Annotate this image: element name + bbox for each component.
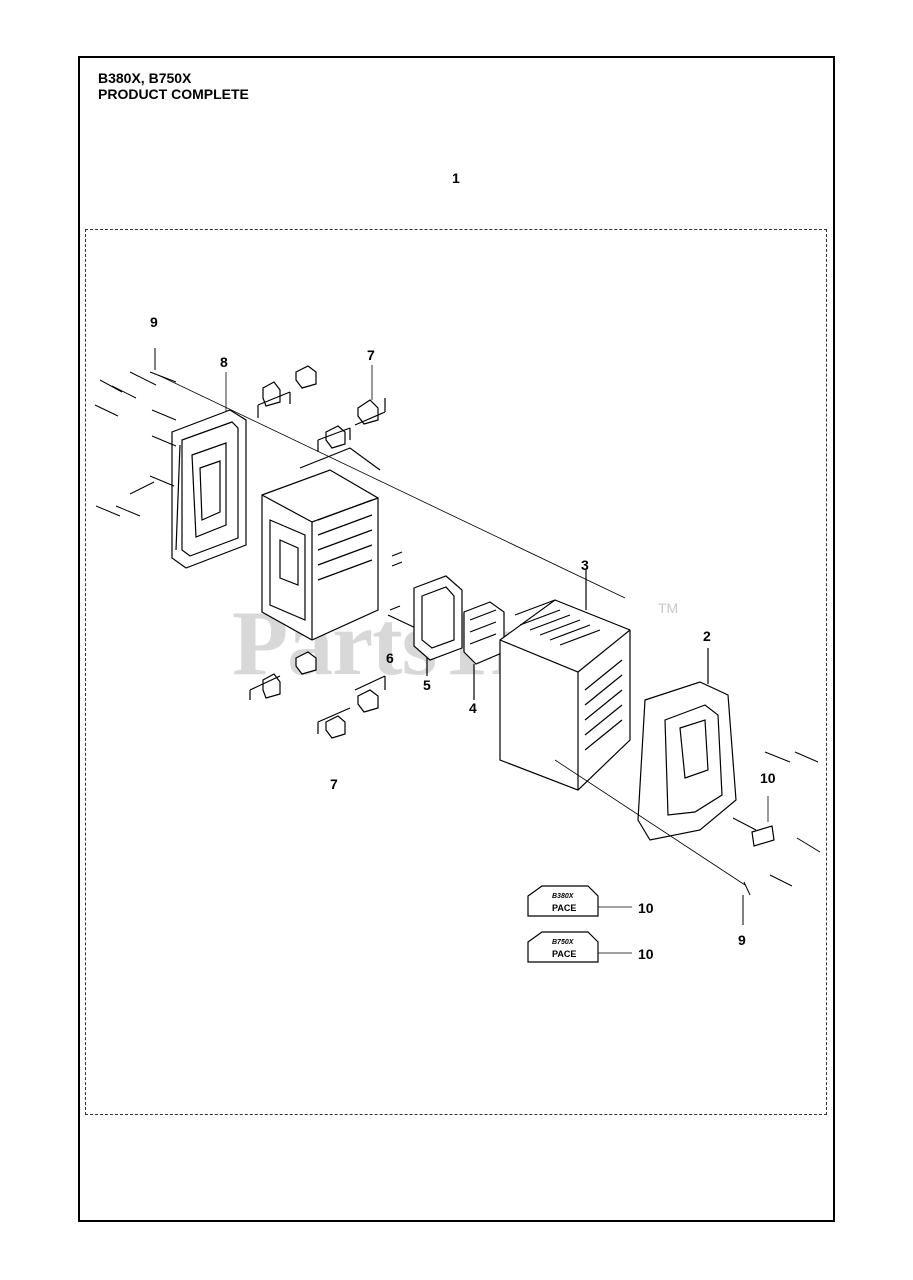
assembly-number: 1 [452, 170, 460, 186]
screws-left [94, 348, 177, 517]
callout-6: 6 [386, 650, 394, 666]
callout-3: 3 [581, 557, 589, 573]
page-frame [78, 56, 835, 1222]
label-a-brand-text: PACE [552, 903, 576, 913]
part-2-cover [637, 648, 737, 841]
callout-8: 8 [220, 354, 228, 370]
battery-core [261, 447, 381, 641]
callout-7-top: 7 [367, 347, 375, 363]
part-7-clips-bottom [249, 651, 386, 739]
callout-2: 2 [703, 628, 711, 644]
callout-7-bottom: 7 [330, 776, 338, 792]
watermark-tm: TM [658, 600, 679, 616]
callout-10-label-a: 10 [638, 900, 654, 916]
part-8-rear-frame [171, 409, 247, 569]
callout-4: 4 [469, 700, 477, 716]
part-10-labels [527, 885, 599, 963]
callout-9-bottom: 9 [738, 932, 746, 948]
label-b-model-text: B750X [552, 939, 575, 946]
part-4-module [463, 601, 505, 700]
part-3-housing [499, 570, 631, 791]
section-title: PRODUCT COMPLETE [98, 86, 249, 102]
page-title: B380X, B750X PRODUCT COMPLETE [98, 70, 249, 102]
screws-right [732, 751, 821, 925]
assembly-boundary [85, 229, 827, 1115]
label-a-model-text: B380X [552, 893, 575, 900]
part-10-small-label [751, 825, 775, 847]
part-5-bracket [413, 575, 463, 676]
leader-lines [157, 365, 769, 954]
part-7-clips-top [257, 365, 386, 452]
callout-5: 5 [423, 677, 431, 693]
callout-10-right: 10 [760, 770, 776, 786]
callout-10-label-b: 10 [638, 946, 654, 962]
callout-9-top: 9 [150, 314, 158, 330]
model-numbers: B380X, B750X [98, 70, 192, 86]
label-b-brand-text: PACE [552, 949, 576, 959]
